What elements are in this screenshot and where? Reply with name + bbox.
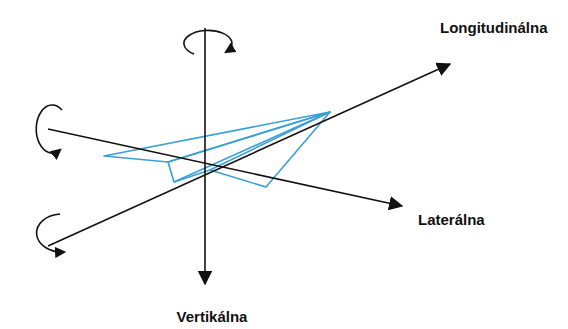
yaw-rotation-arrow	[184, 30, 232, 54]
paper-plane	[104, 112, 330, 187]
pitch-rotation-arrow	[36, 105, 62, 153]
longitudinal-axis-label: Longitudinálna	[440, 20, 547, 37]
longitudinal-axis	[48, 64, 450, 246]
plane-keel	[168, 112, 330, 182]
plane-left-wing	[104, 112, 330, 162]
roll-rotation-arrow	[37, 214, 64, 252]
vertical-axis	[204, 28, 206, 284]
lateral-axis	[48, 129, 402, 206]
plane-right-wing	[210, 112, 330, 187]
lateral-axis-label: Laterálna	[418, 212, 485, 229]
vertical-axis-label: Vertikálna	[177, 309, 248, 326]
